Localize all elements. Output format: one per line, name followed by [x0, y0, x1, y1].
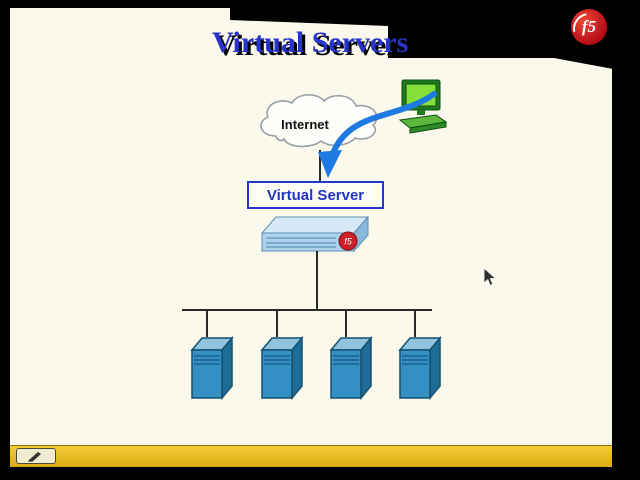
- network-bus-line: [182, 309, 432, 311]
- server-icon: [398, 336, 442, 400]
- server-icon: [190, 336, 234, 400]
- pen-icon: [28, 452, 41, 462]
- pen-tool-button[interactable]: [16, 448, 56, 464]
- virtual-server-label: Virtual Server: [266, 186, 365, 204]
- top-black-band: [230, 0, 640, 74]
- server-icon: [260, 336, 304, 400]
- bigip-appliance-icon: f5: [260, 215, 370, 253]
- server-drop-line: [206, 310, 208, 337]
- server-drop-line: [345, 310, 347, 337]
- f5-logo: f5: [571, 9, 607, 45]
- bottom-toolbar: [10, 445, 612, 467]
- connector-line: [316, 251, 318, 310]
- virtual-server-box: Virtual Server: [247, 181, 384, 209]
- server-icon: [329, 336, 373, 400]
- mouse-cursor-icon: [483, 267, 497, 286]
- server-drop-line: [414, 310, 416, 337]
- f5-logo-text: f5: [581, 17, 597, 36]
- server-drop-line: [276, 310, 278, 337]
- appliance-f5-badge: f5: [344, 237, 353, 247]
- slide-title: Virtual Servers: [212, 26, 409, 59]
- traffic-arrow-icon: [318, 91, 437, 178]
- internet-label: Internet: [281, 117, 329, 132]
- connector-line: [319, 150, 321, 182]
